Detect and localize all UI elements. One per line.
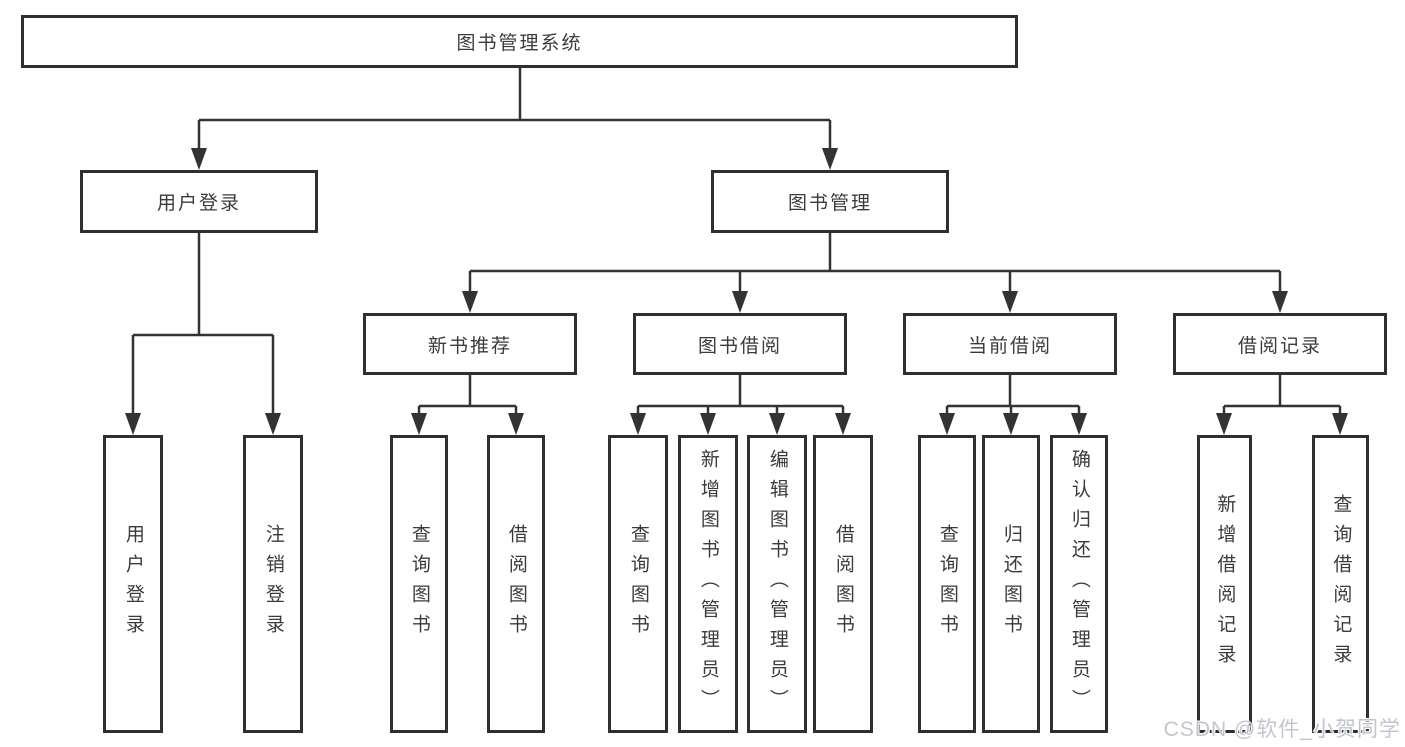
leaf-edit-books-admin: 编辑图书（管理员） [747, 435, 807, 733]
leaf-borrow-books-recommend-label: 借阅图书 [505, 524, 527, 644]
leaf-edit-books-admin-label: 编辑图书（管理员） [766, 449, 788, 719]
leaf-query-borrow-record: 查询借阅记录 [1312, 435, 1369, 733]
leaf-confirm-return-admin-label: 确认归还（管理员） [1068, 449, 1090, 719]
leaf-return-books: 归还图书 [982, 435, 1040, 733]
node-user-login-branch-label: 用户登录 [156, 193, 241, 214]
leaf-borrow-books-recommend: 借阅图书 [487, 435, 545, 733]
node-book-management-label: 图书管理 [787, 193, 872, 214]
leaf-user-login: 用户登录 [103, 435, 163, 733]
node-book-borrow: 图书借阅 [633, 313, 847, 375]
leaf-add-borrow-record-label: 新增借阅记录 [1214, 494, 1236, 674]
node-current-borrow-label: 当前借阅 [967, 335, 1052, 357]
leaf-logout-label: 注销登录 [262, 524, 284, 644]
leaf-query-borrow-record-label: 查询借阅记录 [1330, 494, 1352, 674]
leaf-borrow-books-label: 借阅图书 [832, 524, 854, 644]
leaf-user-login-label: 用户登录 [122, 524, 144, 644]
leaf-logout: 注销登录 [243, 435, 303, 733]
leaf-query-books-current: 查询图书 [918, 435, 976, 733]
node-new-book-recommend-label: 新书推荐 [427, 335, 512, 357]
node-borrow-records-label: 借阅记录 [1237, 335, 1322, 357]
node-borrow-records: 借阅记录 [1173, 313, 1387, 375]
leaf-query-books-borrow-label: 查询图书 [627, 524, 649, 644]
node-book-borrow-label: 图书借阅 [697, 335, 782, 357]
node-new-book-recommend: 新书推荐 [363, 313, 577, 375]
leaf-add-books-admin-label: 新增图书（管理员） [697, 449, 719, 719]
leaf-add-books-admin: 新增图书（管理员） [678, 435, 738, 733]
leaf-query-books-borrow: 查询图书 [608, 435, 668, 733]
leaf-borrow-books: 借阅图书 [813, 435, 873, 733]
leaf-add-borrow-record: 新增借阅记录 [1197, 435, 1252, 733]
node-library-system-label: 图书管理系统 [456, 33, 583, 54]
leaf-query-books-current-label: 查询图书 [936, 524, 958, 644]
node-book-management: 图书管理 [711, 170, 949, 233]
leaf-return-books-label: 归还图书 [1000, 524, 1022, 644]
leaf-query-books-recommend: 查询图书 [390, 435, 448, 733]
watermark: CSDN @软件_小贺同学 [1163, 718, 1401, 741]
leaf-confirm-return-admin: 确认归还（管理员） [1050, 435, 1108, 733]
node-library-system: 图书管理系统 [21, 15, 1018, 68]
node-current-borrow: 当前借阅 [903, 313, 1117, 375]
leaf-query-books-recommend-label: 查询图书 [408, 524, 430, 644]
node-user-login-branch: 用户登录 [80, 170, 318, 233]
